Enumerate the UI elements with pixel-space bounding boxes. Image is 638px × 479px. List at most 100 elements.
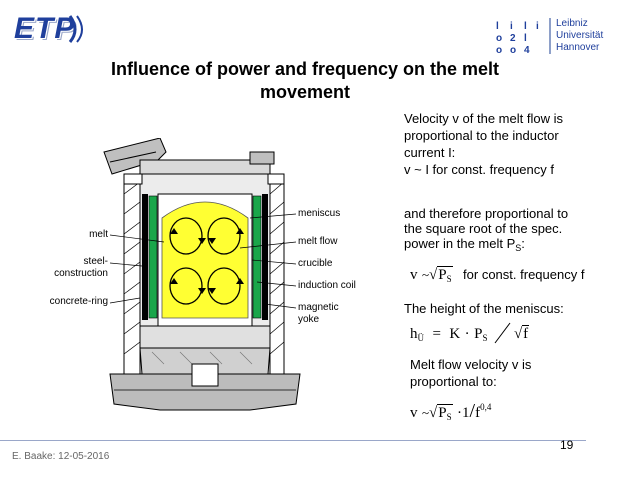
melt <box>161 201 249 319</box>
title-line: Influence of power and frequency on the … <box>110 59 500 79</box>
text-line: the square root of the spec. <box>404 221 563 236</box>
luh-name-line: Leibniz <box>556 18 588 29</box>
sqrt-sign: √ <box>513 326 523 342</box>
sqrt-sign: √ <box>429 405 438 421</box>
bottom-tap <box>191 363 219 387</box>
etp-logo: ETP <box>10 12 88 48</box>
foundation <box>109 373 301 411</box>
yoke-right <box>262 194 268 320</box>
label-concrete-ring: concrete-ring <box>49 296 108 307</box>
eq-root: PS <box>437 404 453 422</box>
label-steel-2: construction <box>54 268 108 279</box>
etp-logo-text: ETP <box>14 12 76 45</box>
footer-divider <box>0 440 586 441</box>
label-melt-flow: melt flow <box>298 236 338 247</box>
equation-flow-frequency: v ~√PS ·1/f0,4 <box>410 400 491 423</box>
label-melt: melt <box>89 229 108 240</box>
label-magnetic: magnetic <box>298 302 339 313</box>
svg-text:o: o <box>510 45 516 54</box>
eq-subscript: S <box>482 333 488 343</box>
eq-symbol: · <box>464 326 470 342</box>
svg-text:i: i <box>510 21 513 32</box>
rim-block <box>249 151 275 165</box>
svg-text:4: 4 <box>524 45 530 54</box>
crucible-base <box>139 325 271 349</box>
footer-author: E. Baake: 12-05-2016 <box>12 451 110 462</box>
text-line: proportional to the inductor <box>404 128 559 143</box>
eq-symbol: P <box>438 267 447 283</box>
yoke-left <box>142 194 148 320</box>
eq-symbol: 1 <box>462 405 470 421</box>
leader-lines <box>109 213 297 309</box>
luh-name-line: Hannover <box>556 42 600 53</box>
corner-block-right <box>267 173 285 185</box>
eq-symbol: v <box>410 267 418 283</box>
label-steel-1: steel- <box>83 256 108 267</box>
eq-subscript: Ü <box>417 333 425 343</box>
eq-superscript: 0,4 <box>480 402 492 412</box>
equation-meniscus: hÜ = K · PS √f <box>410 322 530 344</box>
coil-right <box>252 195 262 319</box>
eq-symbol: · <box>457 405 463 421</box>
eq-symbol: / <box>469 400 476 422</box>
text-line: Velocity v of the melt flow is <box>404 111 563 126</box>
hatch-left <box>123 173 141 375</box>
svg-text:o: o <box>496 33 502 44</box>
eq-root: f <box>522 325 530 342</box>
slide-title: Influence of power and frequency on the … <box>40 58 570 104</box>
furnace-diagram <box>103 138 301 411</box>
furnace-spout <box>103 138 167 175</box>
svg-text:l: l <box>524 33 527 44</box>
text-velocity: Velocity v of the melt flow is proportio… <box>404 110 634 178</box>
flow-arrows <box>170 228 244 294</box>
eq-subscript: S <box>446 274 452 284</box>
text-line: Melt flow velocity v is <box>410 357 532 372</box>
eq-note: for const. frequency f <box>463 267 585 282</box>
text-square-root: and therefore proportional to the square… <box>404 206 634 256</box>
eq-symbol: v <box>410 405 418 421</box>
svg-text:o: o <box>496 45 502 54</box>
coil-left <box>148 195 158 319</box>
svg-text:l: l <box>496 21 499 32</box>
label-induction-coil: induction coil <box>298 280 356 291</box>
svg-text:i: i <box>536 21 539 32</box>
corner-block-left <box>123 173 143 185</box>
text-line: proportional to: <box>410 374 497 389</box>
hatch-right <box>269 173 285 375</box>
label-meniscus: meniscus <box>298 208 341 219</box>
page-number: 19 <box>560 438 574 452</box>
equation-velocity-sqrt: v ~√PS for const. frequency f <box>410 266 584 284</box>
label-yoke: yoke <box>298 314 320 325</box>
eq-root: PS <box>437 266 453 284</box>
title-line: movement <box>259 82 351 102</box>
text-line: and therefore proportional to <box>404 206 569 221</box>
text-line: v ~ I for const. frequency f <box>404 162 554 177</box>
eq-subscript: S <box>446 412 452 422</box>
etp-logo-swoosh <box>68 15 83 43</box>
label-crucible: crucible <box>298 258 333 269</box>
svg-text:2: 2 <box>510 33 516 44</box>
text-subscript: S <box>515 243 522 253</box>
eq-symbol: ~ <box>421 267 429 282</box>
division-slash <box>494 322 511 344</box>
eq-symbol: = <box>432 326 441 342</box>
eq-symbol: h <box>410 326 418 342</box>
eq-symbol: K <box>449 326 461 342</box>
melt-flow-vortices <box>169 217 241 305</box>
luh-name-line: Universität <box>556 30 604 41</box>
luh-logo: l i l i o 2 l o o 4 Leibniz Universität … <box>490 18 630 54</box>
luh-logo-grid: l i l i o 2 l o o 4 <box>490 18 548 54</box>
text-line: power in the melt PS: <box>404 236 634 256</box>
luh-logo-name: Leibniz Universität Hannover <box>556 18 603 54</box>
text-fragment: : <box>521 236 525 251</box>
text-fragment: power in the melt P <box>404 236 516 251</box>
eq-symbol: ~ <box>421 405 429 420</box>
text-line: current I: <box>404 145 456 160</box>
eq-symbol: P <box>474 326 483 342</box>
eq-symbol: f <box>475 405 481 421</box>
concrete-hatch <box>151 351 253 365</box>
svg-text:l: l <box>524 21 527 32</box>
text-melt-flow-velocity: Melt flow velocity v is proportional to: <box>410 356 630 390</box>
spout-line <box>109 151 157 163</box>
eq-symbol: P <box>438 405 447 421</box>
